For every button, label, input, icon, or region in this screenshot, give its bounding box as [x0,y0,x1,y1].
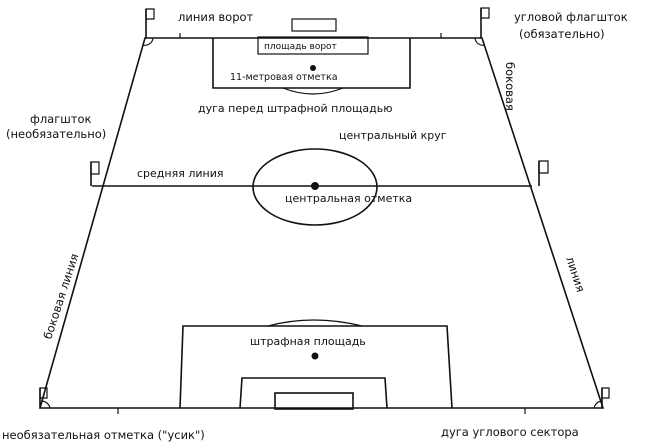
center-mark [311,182,319,190]
corner-arc-top-right [474,37,486,46]
corner-arc-bottom-right [593,400,602,409]
touchline-right-upper-label: боковая [503,62,517,111]
top-penalty-area [212,38,411,89]
touchline-left-label: боковая линия [41,252,82,341]
touchline-right-lower-label: линия [563,255,588,294]
bottom-penalty-area [179,325,453,409]
top-penalty-arc [282,87,344,95]
top-goal-area [257,36,369,55]
optional-mark-label: необязательная отметка ("усик") [2,428,205,442]
top-goal [291,18,337,32]
pitch-outline [38,37,605,409]
corner-arc-bottom-left [41,400,51,409]
corner-arc-top-left [142,37,154,46]
halfway-line-label: средняя линия [137,167,223,180]
center-circle [252,148,378,226]
bottom-goal-area [239,377,388,409]
bottom-penalty-mark [311,352,319,360]
center-circle-label: центральный круг [339,129,447,142]
goal-line-label: линия ворот [178,10,254,24]
flag-icon [90,161,100,186]
corner-flag-note: (обязательно) [519,27,605,41]
bottom-goal [274,392,354,410]
flag-icon [39,387,48,408]
top-penalty-mark [310,65,316,71]
optional-flag-note: (необязательно) [6,127,106,141]
flag-icon [601,387,610,408]
optional-flag-label: флагшток [30,112,92,126]
flag-icon [538,160,549,186]
center-mark-label: центральная отметка [285,192,412,205]
corner-flag-label: угловой флагшток [514,10,628,24]
penalty-arc-label: дуга перед штрафной площадью [198,102,393,115]
flag-icon [145,8,155,38]
bottom-penalty-arc [267,319,363,327]
penalty-area-label: штрафная площадь [250,335,366,348]
corner-arc-label: дуга углового сектора [441,425,579,439]
goal-area-label: площадь ворот [264,42,337,52]
flag-icon [480,7,490,38]
penalty-mark-label: 11-метровая отметка [230,72,338,83]
